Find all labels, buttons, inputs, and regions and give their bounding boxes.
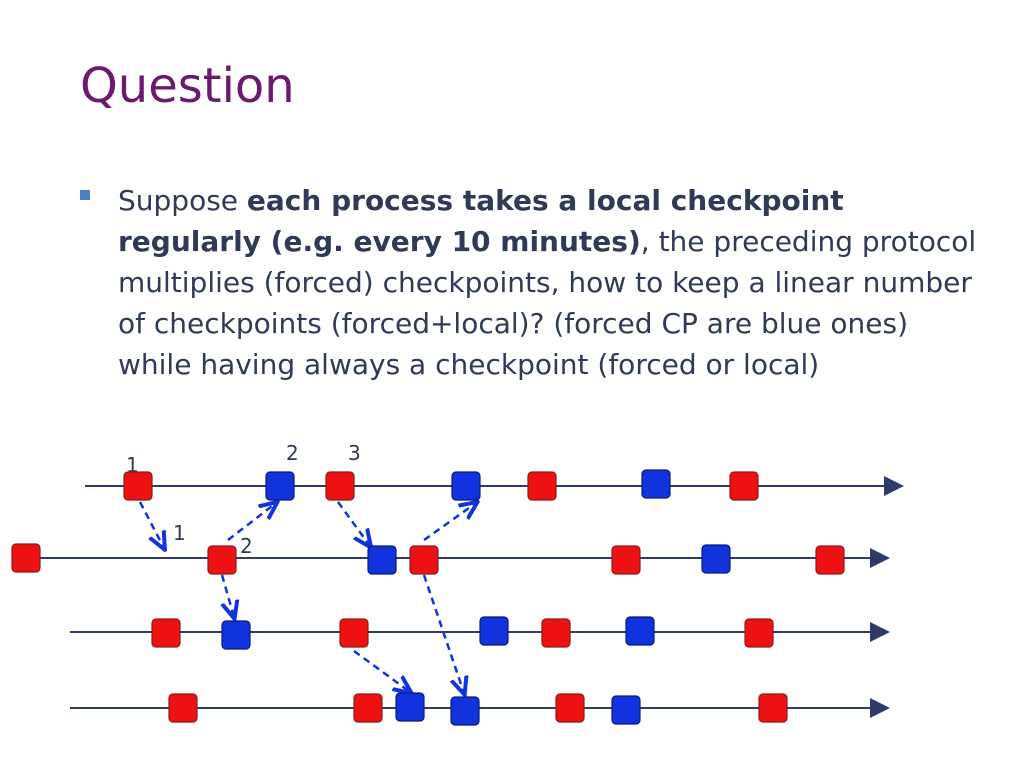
message-arrow	[423, 503, 476, 542]
message-arrow	[222, 574, 234, 617]
forced-checkpoint	[641, 469, 671, 499]
forced-checkpoint	[479, 616, 509, 646]
bullet-suffix: , the preceding protocol multiplies (for…	[118, 225, 977, 381]
label-1-msg: 1	[173, 521, 186, 545]
message-arrow	[138, 501, 164, 548]
forced-checkpoint	[450, 696, 480, 726]
forced-checkpoint	[395, 692, 425, 722]
message-arrow	[353, 649, 410, 692]
local-checkpoint	[207, 545, 237, 575]
forced-checkpoint	[367, 545, 397, 575]
local-checkpoint	[555, 693, 585, 723]
local-checkpoint	[758, 693, 788, 723]
local-checkpoint	[527, 471, 557, 501]
label-2-top: 2	[286, 441, 299, 465]
local-checkpoint	[123, 471, 153, 501]
forced-checkpoint	[701, 544, 731, 574]
local-checkpoint	[744, 618, 774, 648]
label-3-top: 3	[348, 441, 361, 465]
label-1-top: 1	[126, 453, 139, 477]
local-checkpoint	[151, 618, 181, 648]
message-arrow	[227, 503, 276, 541]
local-checkpoint	[11, 543, 41, 573]
message-arrow	[422, 574, 464, 693]
local-checkpoint	[611, 545, 641, 575]
local-checkpoint	[353, 693, 383, 723]
message-arrow	[336, 501, 370, 546]
forced-checkpoint	[625, 616, 655, 646]
local-checkpoint	[729, 471, 759, 501]
forced-checkpoint	[611, 695, 641, 725]
slide-title: Question	[80, 58, 295, 114]
label-2-msg: 2	[240, 534, 253, 558]
bullet-text: Suppose each process takes a local check…	[118, 180, 978, 385]
forced-checkpoint	[451, 471, 481, 501]
local-checkpoint	[815, 545, 845, 575]
local-checkpoint	[168, 693, 198, 723]
local-checkpoint	[339, 618, 369, 648]
local-checkpoint	[409, 545, 439, 575]
bullet-square-icon	[80, 190, 90, 200]
local-checkpoint	[541, 618, 571, 648]
local-checkpoint	[325, 471, 355, 501]
bullet-prefix: Suppose	[118, 184, 247, 217]
bullet-bold: each process takes a local checkpoint re…	[118, 184, 844, 258]
forced-checkpoint	[221, 620, 251, 650]
forced-checkpoint	[265, 471, 295, 501]
